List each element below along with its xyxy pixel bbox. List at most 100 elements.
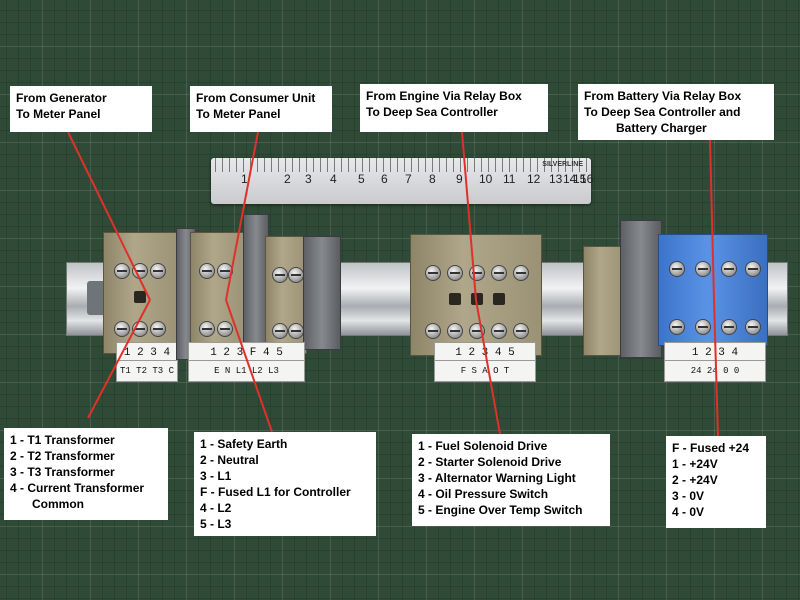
ruler-ticks (215, 158, 587, 172)
leader-line (87, 299, 151, 419)
terminal-screw (669, 261, 685, 277)
legend-line: 1 - +24V (672, 457, 718, 471)
terminal-screw (491, 265, 507, 281)
ruler-number: 9 (456, 172, 463, 186)
legend-line: 4 - L2 (200, 501, 232, 515)
legend-line: 3 - Alternator Warning Light (418, 471, 576, 485)
legend-line: 3 - T3 Transformer (10, 465, 115, 479)
terminal-screw (695, 319, 711, 335)
ruler-number: 4 (330, 172, 337, 186)
ruler-number: 3 (305, 172, 312, 186)
wire-hole (449, 293, 461, 305)
terminal-screw (745, 319, 761, 335)
terminal-screw (745, 261, 761, 277)
terminal-screw (695, 261, 711, 277)
fuse-holder (243, 214, 269, 364)
ruler-number: 6 (381, 172, 388, 186)
terminal-screw (114, 321, 130, 337)
legend-line: F - Fused +24 (672, 441, 750, 455)
leader-line (713, 299, 719, 437)
terminal-block-mains-l2l3 (265, 236, 307, 354)
wire-hole (134, 291, 146, 303)
terminal-tag-engine-sub: F S A O T (434, 360, 536, 382)
callout-line: From Consumer Unit (196, 91, 316, 105)
callout-line: To Meter Panel (16, 107, 101, 121)
leader-line (225, 131, 259, 301)
terminal-screw (513, 265, 529, 281)
ruler-number: 7 (405, 172, 412, 186)
callout-line: Battery Charger (616, 121, 707, 135)
leader-line (225, 299, 273, 433)
terminal-screw (669, 319, 685, 335)
callout-line: From Battery Via Relay Box (584, 89, 742, 103)
terminal-screw (721, 319, 737, 335)
wire-hole (493, 293, 505, 305)
wire-hole (471, 293, 483, 305)
ruler-number: 16 (580, 172, 594, 186)
legend-line: 1 - T1 Transformer (10, 433, 115, 447)
legend-line: Common (32, 497, 84, 511)
legend-line: 4 - 0V (672, 505, 705, 519)
legend-line: 5 - L3 (200, 517, 232, 531)
legend-line: 3 - L1 (200, 469, 232, 483)
end-stop (303, 236, 341, 350)
ruler-number: 14 (563, 172, 577, 186)
terminal-screw (447, 265, 463, 281)
terminal-screw (425, 323, 441, 339)
ruler-brand: SILVERLINE (542, 161, 583, 168)
terminal-screw (721, 261, 737, 277)
leader-line (461, 131, 477, 301)
legend-line: F - Fused L1 for Controller (200, 485, 351, 499)
terminal-block-generator (103, 232, 180, 354)
callout-line: To Deep Sea Controller (366, 105, 498, 119)
steel-ruler: SILVERLINE 1 2 3 4 5 6 7 8 9 10 11 12 13… (211, 158, 594, 204)
ruler-number: 5 (358, 172, 365, 186)
legend-line: 2 - Starter Solenoid Drive (418, 455, 562, 469)
legend-line: 4 - Oil Pressure Switch (418, 487, 549, 501)
callout-line: From Generator (16, 91, 107, 105)
ruler-number: 1 (241, 172, 248, 186)
legend-line: 2 - +24V (672, 473, 718, 487)
callout-line: From Engine Via Relay Box (366, 89, 522, 103)
terminal-screw (447, 323, 463, 339)
legend-engine: 1 - Fuel Solenoid Drive 2 - Starter Sole… (412, 434, 610, 526)
legend-line: 2 - T2 Transformer (10, 449, 115, 463)
ruler-number: 10 (479, 172, 493, 186)
terminal-screw (150, 321, 166, 337)
callout-engine: From Engine Via Relay Box To Deep Sea Co… (360, 84, 548, 132)
legend-line: 1 - Safety Earth (200, 437, 288, 451)
terminal-screw (150, 263, 166, 279)
terminal-tag-generator-sub: T1 T2 T3 C (116, 360, 178, 382)
leader-line (709, 139, 715, 301)
terminal-screw (425, 265, 441, 281)
terminal-screw (199, 321, 215, 337)
callout-consumer-unit: From Consumer Unit To Meter Panel (190, 86, 332, 132)
callout-line: To Meter Panel (196, 107, 281, 121)
ruler-number: 13 (549, 172, 563, 186)
legend-mains: 1 - Safety Earth 2 - Neutral 3 - L1 F - … (194, 432, 376, 536)
callout-line: To Deep Sea Controller and (584, 105, 741, 119)
terminal-screw (217, 321, 233, 337)
leader-line (475, 299, 501, 435)
callout-battery: From Battery Via Relay Box To Deep Sea C… (578, 84, 774, 140)
terminal-screw (272, 323, 288, 339)
legend-line: 4 - Current Transformer (10, 481, 145, 495)
terminal-screw (114, 263, 130, 279)
ruler-number: 12 (527, 172, 541, 186)
terminal-screw (513, 323, 529, 339)
legend-line: 2 - Neutral (200, 453, 259, 467)
legend-line: 3 - 0V (672, 489, 705, 503)
ruler-number: 11 (503, 172, 516, 186)
leader-line (67, 131, 151, 301)
legend-line: 5 - Engine Over Temp Switch (418, 503, 583, 517)
terminal-screw (199, 263, 215, 279)
legend-line: 1 - Fuel Solenoid Drive (418, 439, 548, 453)
legend-transformers: 1 - T1 Transformer 2 - T2 Transformer 3 … (4, 428, 168, 520)
callout-generator: From Generator To Meter Panel (10, 86, 152, 132)
legend-battery: F - Fused +24 1 - +24V 2 - +24V 3 - 0V 4… (666, 436, 766, 528)
ruler-number: 2 (284, 172, 291, 186)
ruler-number: 15 (573, 172, 587, 186)
terminal-screw (272, 267, 288, 283)
terminal-screw (491, 323, 507, 339)
